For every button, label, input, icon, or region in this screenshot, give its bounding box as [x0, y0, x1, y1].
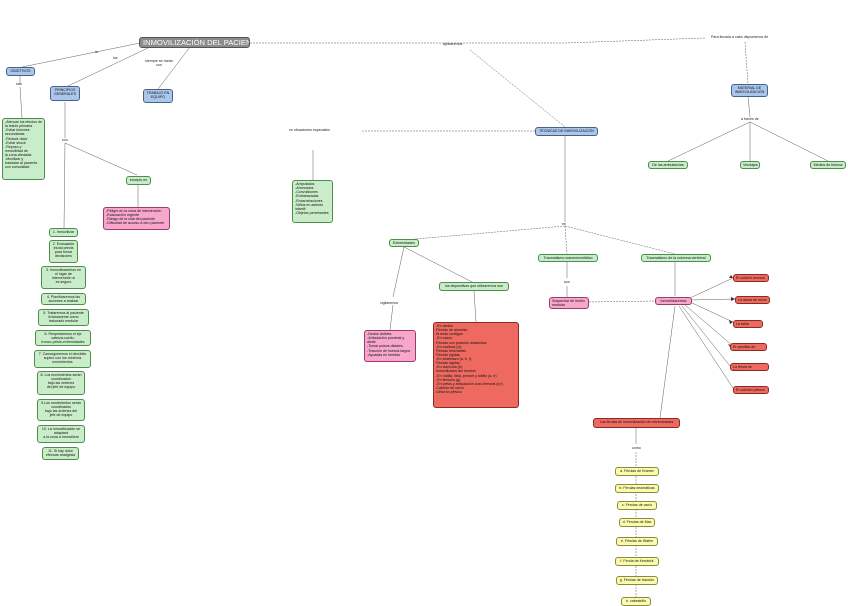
craneo-node[interactable]: Traumatismo craneoencefálico [538, 254, 598, 262]
principio-step-6: 6. Respetaremos el eje cabeza-cuello- tr… [35, 330, 91, 346]
label-son-craneo: son [564, 280, 570, 284]
vigilaremos-list: -Dedos visibles -Articulación proximal y… [364, 330, 416, 362]
yellow-item-neumaticas: b. Férulas neumáticas [615, 484, 659, 493]
yellow-item-traccion: g. Férulas de tracción [616, 576, 658, 585]
yellow-item-cabestrillo: h. cabestrillo [621, 597, 651, 606]
tecnicas-node[interactable]: TÉCNICAS DE INMOVILIZACIÓN [535, 127, 598, 136]
ferulas-node[interactable]: Las férulas de inmovilización de extremi… [593, 418, 680, 428]
inmovilizar-con-node[interactable]: Inmovilizaremos con [655, 297, 692, 305]
yellow-item-vacio: c. Férulas de vacío [617, 501, 657, 510]
dispositivos-node[interactable]: los dispositivos que utilizaremos son [439, 282, 509, 291]
principio-step-7: 7. Conseguiremos el decúbito supino con … [34, 350, 91, 368]
principio-step-5: 5. Trataremos al paciente livianamente c… [38, 309, 89, 326]
red-item-dama-elche: La dama de elche [735, 296, 770, 304]
principio-step-10: 10. La inmovilización se adaptará a la z… [37, 425, 85, 443]
material-fortuna: Medios de fortuna [810, 161, 846, 169]
yellow-item-kendrick: f. Férula de Kendrick [615, 557, 659, 566]
principio-step-1: 1. Inmovilizar [49, 228, 78, 237]
label-siempre-con: siempre se harán con [145, 59, 173, 68]
yellow-item-kramer: a. Férulas de Kramer [615, 467, 659, 476]
principios-node[interactable]: PRINCIPIOS GENERALES [50, 86, 80, 101]
label-la: la [95, 50, 98, 54]
map-title[interactable]: INMOVILIZACIÓN DEL PACIENTE [139, 37, 250, 48]
label-como: como [632, 446, 641, 450]
label-son-objetivos: son [16, 82, 22, 86]
principio-step-3: 3. Inmovilizaremos en el lugar de interv… [41, 266, 86, 289]
excepto-node[interactable]: excepto en [126, 176, 151, 185]
yellow-item-mac: d. Férulas de Mac [619, 518, 655, 527]
objetivos-list: -Atenuar los efectos de la lesión primar… [2, 118, 45, 180]
trabajo-equipo-node[interactable]: TRABAJO EN EQUIPO [143, 89, 173, 103]
excepto-list: -Peligro en la zona de intervención -Eva… [103, 207, 170, 230]
material-node[interactable]: MATERIAL DE INMOVILIZACIÓN [731, 84, 768, 97]
principio-step-2: 2. Evaluación inicial previa para tomar … [49, 240, 78, 263]
red-item-collarin: El collarín cervical [733, 274, 769, 282]
label-son-principios: son [62, 138, 68, 142]
principio-step-9: 9.Los movimientos serán coordinados bajo… [37, 399, 85, 421]
principio-step-11: 11. Si hay dolor efectuar analgesia [42, 447, 79, 460]
yellow-item-watrin: e. Férulas de Watrin [616, 537, 658, 546]
label-aplicaremos: aplicaremos [443, 42, 463, 46]
label-vigilaremos: vigilaremos [380, 301, 399, 305]
dispositivos-list: -En dedos: Férulas de aluminio Al dedo c… [433, 322, 519, 408]
situaciones-list: -Amputados -Ahorcados -Convulsiones -Emb… [292, 180, 333, 223]
columna-node[interactable]: Traumatismo de la columna vertebral [641, 254, 711, 262]
red-item-kendrick: La férula de Kendrick [730, 363, 769, 371]
red-item-colchon-pelvico: El colchón pélvico [733, 386, 769, 394]
sospechar-node[interactable]: Sospechar de lesión medular [549, 297, 589, 309]
label-a-traves: a través de [741, 117, 759, 121]
material-vendajes: Vendajes [740, 161, 760, 169]
label-situaciones: en situaciones especiales [289, 128, 330, 132]
principio-step-4: 4. Planificaremos las acciones a realiza… [41, 293, 86, 305]
red-item-camillas-vacio: El camillas de vacío [730, 343, 767, 351]
red-item-tabla-espinal: La tabla espinal [733, 320, 763, 328]
extremidades-node[interactable]: Extremidades [389, 239, 419, 247]
material-ambulancias: De las ambulancias [648, 161, 688, 169]
label-para-llevarla: Para llevarla a cabo disponemos de [711, 35, 769, 39]
objetivos-node[interactable]: OBJETIVOS [6, 67, 35, 76]
label-los: los [113, 56, 118, 60]
label-en: en [562, 222, 566, 226]
principio-step-8: 8. Los movimientos serán coordinados baj… [37, 371, 85, 395]
